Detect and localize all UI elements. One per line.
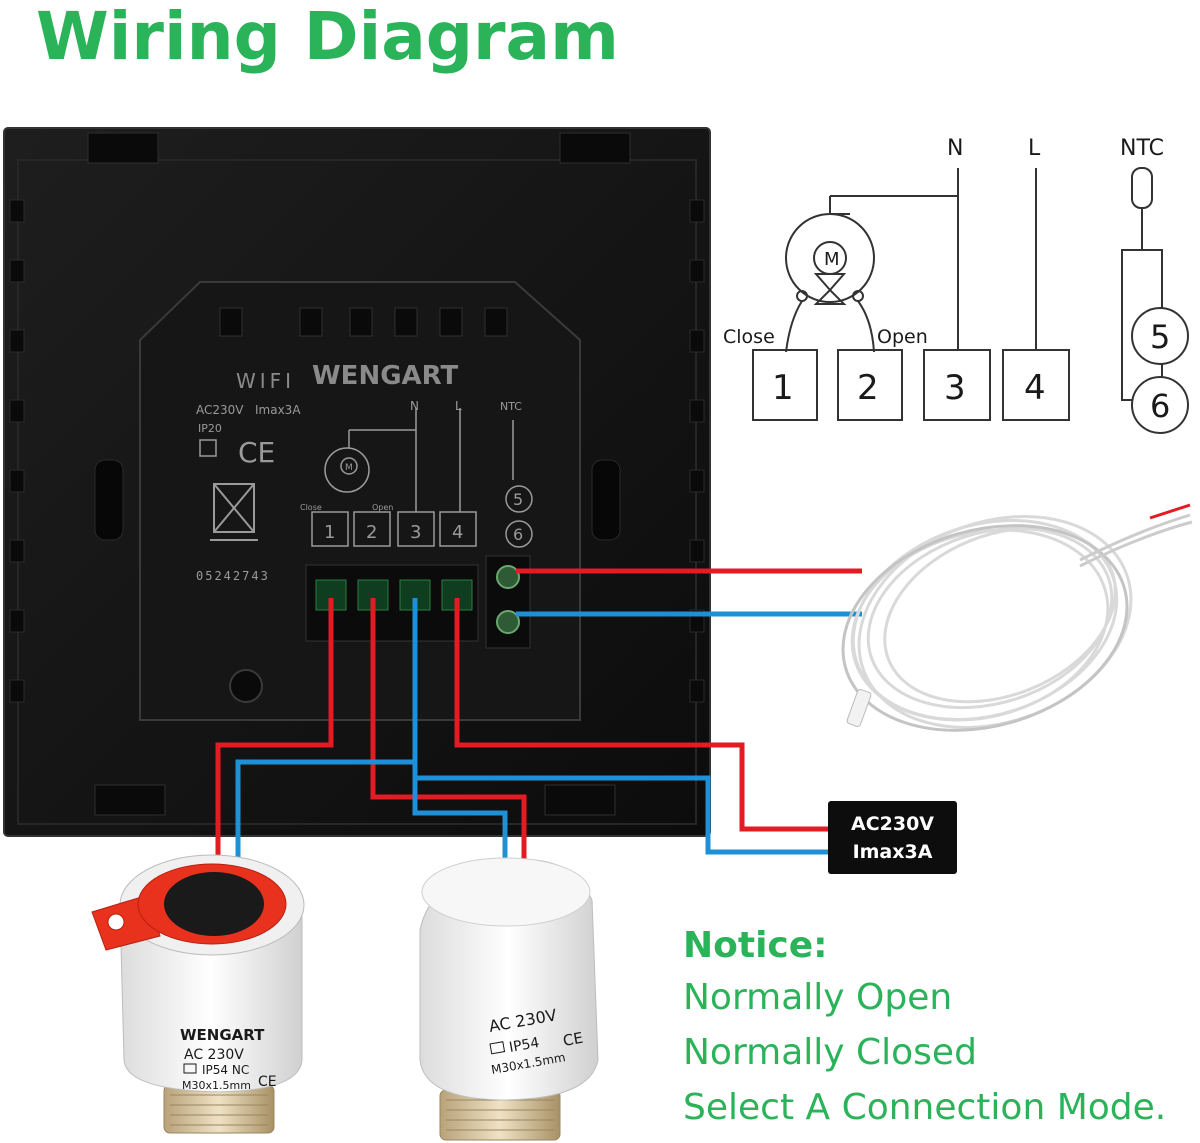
panel-schematic bbox=[311, 408, 533, 548]
serial-number: 05242743 bbox=[196, 569, 270, 583]
schematic-motor-label: M bbox=[824, 249, 840, 270]
ip-rating: IP20 bbox=[198, 422, 222, 435]
panel-open-label: Open bbox=[372, 503, 393, 512]
schematic-terminal-6: 6 bbox=[1150, 387, 1170, 425]
schematic-close-label: Close bbox=[723, 326, 775, 348]
no-rating: IP54 bbox=[508, 1035, 541, 1056]
panel-terminal-5: 5 bbox=[513, 490, 523, 509]
wiring-schematic bbox=[752, 167, 1189, 434]
schematic-n-label: N bbox=[947, 136, 963, 161]
panel-terminal-6: 6 bbox=[513, 525, 523, 544]
term3-blue-wire-nc bbox=[235, 598, 418, 860]
schematic-terminal-3: 3 bbox=[944, 368, 966, 408]
panel-ntc-label: NTC bbox=[500, 400, 522, 413]
nc-voltage: AC 230V bbox=[184, 1047, 244, 1063]
term3-blue-wire-psu bbox=[415, 775, 828, 855]
power-supply-box: AC230V Imax3A bbox=[828, 801, 957, 874]
term3-blue-wire-no bbox=[412, 762, 508, 860]
panel-l-label: L bbox=[455, 399, 462, 413]
power-voltage: AC230V bbox=[850, 813, 934, 835]
schematic-ntc-label: NTC bbox=[1120, 136, 1164, 161]
thermostat-back-panel: WIFI WENGART AC230V Imax3A IP20 CE 05242… bbox=[3, 127, 711, 837]
notice-line-select-mode: Select A Connection Mode. bbox=[683, 1087, 1167, 1128]
nc-thread: M30x1.5mm bbox=[182, 1079, 251, 1092]
ntc-probe-icon bbox=[846, 689, 872, 727]
ip-box-icon bbox=[199, 439, 217, 457]
schematic-l-label: L bbox=[1028, 136, 1041, 161]
panel-voltage: AC230V bbox=[196, 403, 244, 417]
nc-rating: IP54 NC bbox=[202, 1063, 249, 1077]
actuator-no bbox=[419, 857, 599, 1141]
no-ce-mark: CE bbox=[562, 1029, 585, 1050]
schematic-terminal-5: 5 bbox=[1150, 318, 1170, 356]
actuator-nc bbox=[91, 854, 305, 1134]
wifi-label: WIFI bbox=[236, 369, 295, 393]
term1-red-wire bbox=[215, 598, 334, 860]
ce-mark: CE bbox=[238, 436, 275, 469]
no-ip-box-icon bbox=[489, 1041, 506, 1055]
schematic-terminal-2: 2 bbox=[857, 368, 879, 408]
term2-red-wire bbox=[370, 598, 527, 860]
notice-heading: Notice: bbox=[683, 925, 828, 966]
terminal-block bbox=[305, 555, 531, 649]
ntc-sensor-cable bbox=[841, 513, 1193, 732]
panel-current: Imax3A bbox=[255, 403, 301, 417]
panel-terminal-4: 4 bbox=[452, 522, 463, 543]
nc-ce-mark: CE bbox=[258, 1074, 277, 1090]
panel-n-label: N bbox=[410, 399, 419, 413]
mount-screw-icon bbox=[229, 669, 263, 703]
diagram-title: Wiring Diagram bbox=[36, 0, 619, 75]
power-current: Imax3A bbox=[852, 841, 933, 863]
panel-terminal-1: 1 bbox=[324, 522, 335, 543]
schematic-terminal-1: 1 bbox=[772, 368, 794, 408]
nc-ip-box-icon bbox=[183, 1063, 197, 1074]
notice-line-normally-closed: Normally Closed bbox=[683, 1032, 977, 1073]
panel-terminal-3: 3 bbox=[410, 522, 421, 543]
schematic-terminal-4: 4 bbox=[1024, 368, 1046, 408]
brand-logo: WENGART bbox=[312, 361, 459, 391]
nc-brand: WENGART bbox=[180, 1026, 265, 1044]
weee-bin-icon bbox=[210, 483, 258, 541]
panel-terminal-2: 2 bbox=[366, 522, 377, 543]
notice-line-normally-open: Normally Open bbox=[683, 977, 953, 1018]
wires bbox=[215, 568, 862, 860]
term4-red-wire bbox=[454, 598, 828, 832]
schematic-open-label: Open bbox=[877, 326, 928, 348]
panel-motor-label: M bbox=[345, 463, 353, 473]
panel-close-label: Close bbox=[300, 503, 322, 512]
notice-block: Notice: Normally Open Normally Closed Se… bbox=[683, 922, 1166, 1135]
